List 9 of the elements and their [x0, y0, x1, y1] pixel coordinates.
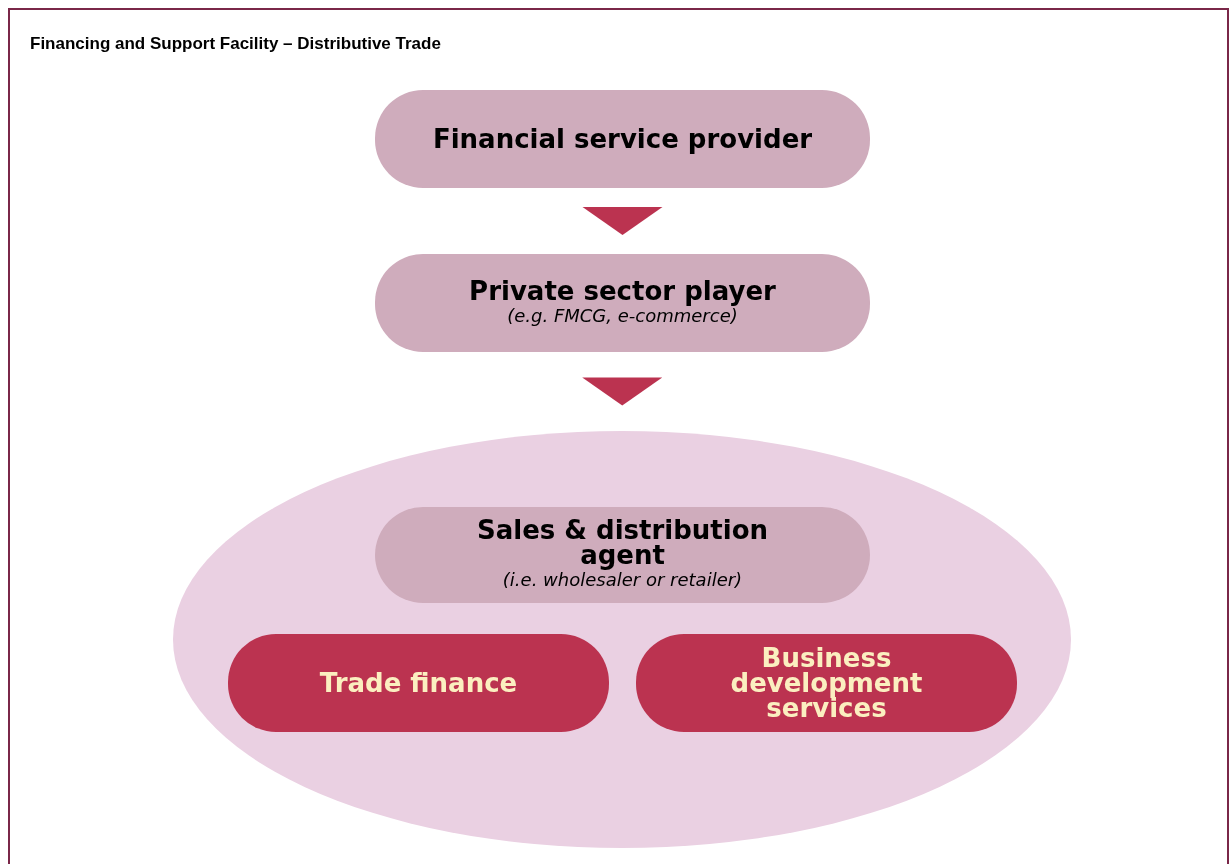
node-heading: Sales & distribution agent	[475, 518, 770, 568]
arrow	[582, 207, 663, 235]
node-heading: Trade finance	[318, 670, 519, 696]
diagram-title: Financing and Support Facility – Distributive Trade	[30, 33, 441, 55]
node-subtitle: (i.e. wholesaler or retailer)	[501, 569, 744, 592]
node-heading: Private sector player	[468, 278, 777, 304]
node-heading: Financial service provider	[431, 126, 814, 152]
node-heading: Business development services	[729, 645, 924, 721]
arrow	[582, 377, 663, 406]
